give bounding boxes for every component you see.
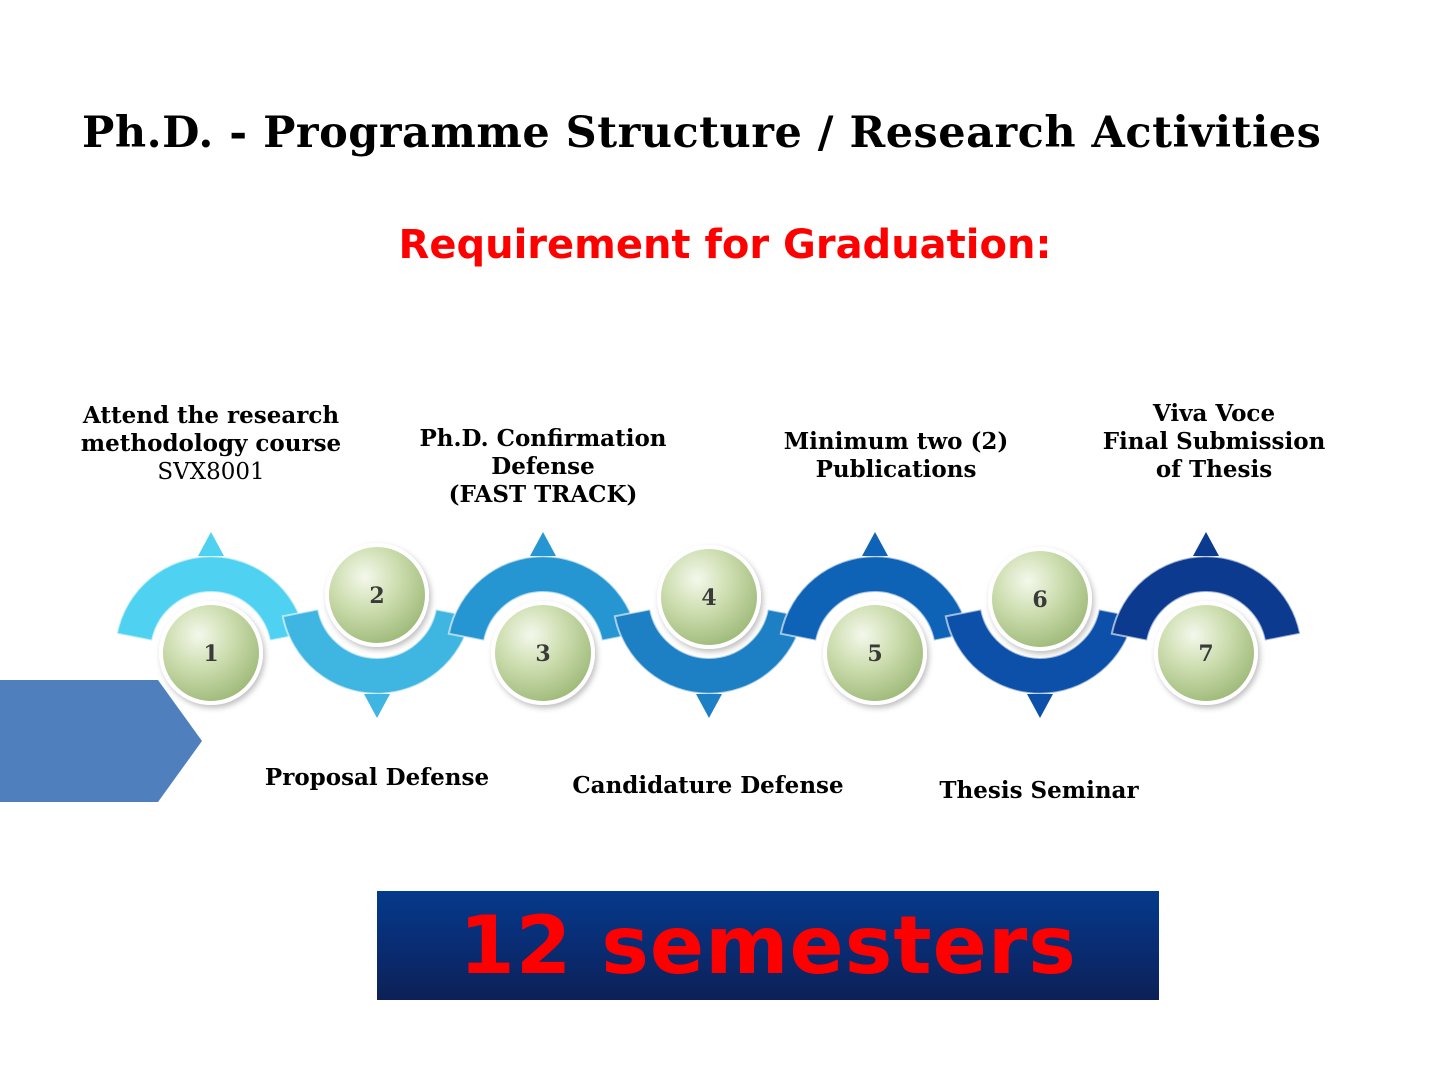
wave-segment-5 — [779, 555, 971, 642]
step-number-6: 6 — [1032, 587, 1047, 613]
step-2-label: Proposal Defense — [264, 764, 490, 791]
step-number-5: 5 — [867, 641, 882, 667]
wave-segment-2 — [281, 608, 473, 695]
wave-pointer-2 — [364, 694, 390, 718]
duration-banner: 12 semesters — [377, 891, 1159, 1000]
wave-pointer-4 — [696, 694, 722, 718]
step-circle-6: 6 — [988, 547, 1092, 651]
wave-segment-3 — [447, 555, 639, 642]
step-number-2: 2 — [369, 583, 384, 609]
step-number-1: 1 — [203, 641, 218, 667]
page-subtitle: Requirement for Graduation: — [398, 222, 1052, 268]
wave-segment-6 — [944, 608, 1136, 695]
step-number-4: 4 — [701, 585, 716, 611]
step-number-7: 7 — [1198, 641, 1213, 667]
wave-segment-7 — [1110, 555, 1302, 642]
step-circle-5: 5 — [823, 601, 927, 705]
wave-pointer-1 — [198, 532, 224, 556]
duration-text: 12 semesters — [459, 898, 1077, 992]
wave-segment-4 — [613, 608, 805, 695]
wave-pointer-3 — [530, 532, 556, 556]
wave-pointer-6 — [1027, 694, 1053, 718]
step-circle-2: 2 — [325, 543, 429, 647]
step-4-label: Candidature Defense — [572, 772, 844, 799]
left-arrow-shape — [0, 680, 202, 802]
page-title: Ph.D. - Programme Structure / Research A… — [82, 108, 1322, 158]
step-number-3: 3 — [535, 641, 550, 667]
wave-ribbon — [115, 532, 1302, 718]
step-circle-1: 1 — [159, 601, 263, 705]
step-circles: 1 2 3 4 5 6 7 — [159, 543, 1258, 705]
wave-pointer-7 — [1193, 532, 1219, 556]
course-code: SVX8001 — [157, 459, 265, 485]
wave-segment-1 — [115, 555, 307, 642]
step-circle-3: 3 — [491, 601, 595, 705]
step-circle-4: 4 — [657, 545, 761, 649]
step-5-label: Minimum two (2)Publications — [783, 428, 1009, 483]
wave-pointer-5 — [862, 532, 888, 556]
step-circle-7: 7 — [1154, 601, 1258, 705]
step-6-label: Thesis Seminar — [939, 777, 1139, 804]
